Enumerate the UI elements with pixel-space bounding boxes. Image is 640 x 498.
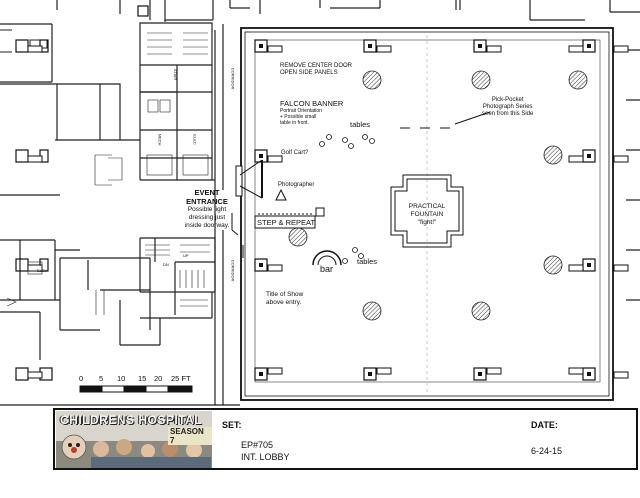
title-of-show-line-2: above entry. <box>266 299 302 306</box>
note-remove-center-door-line-1: REMOVE CENTER DOOR <box>280 63 353 69</box>
note-photographer: Photographer <box>278 182 315 188</box>
note-pick-pocket: Pick-Pocket Photograph Series seen from … <box>482 97 533 118</box>
event-entrance-title-2: ENTRANCE <box>186 197 228 206</box>
note-tables-top: tables <box>350 120 371 129</box>
note-tables-bottom: tables <box>357 257 378 266</box>
fountain-label-line-2: FOUNTAIN <box>410 211 444 218</box>
pick-pocket-line-2: Photograph Series <box>482 104 533 110</box>
scale-tick-25ft: 25 FT <box>171 374 191 383</box>
lobby-frame <box>240 27 614 401</box>
show-artwork: CHILDRENS HOSPITAL SEASON 7 <box>56 411 212 468</box>
practical-fountain <box>390 174 464 248</box>
date-value: 6-24-15 <box>531 446 563 456</box>
room-tag-elev: ELEV <box>37 268 48 273</box>
set-label: SET: <box>222 420 242 430</box>
room-tag-corridor-right: CORRIDOR <box>230 67 236 90</box>
scale-tick-5: 5 <box>99 374 104 383</box>
event-entrance-line-3: inside doorway. <box>184 222 230 229</box>
room-tag-mech: MECH <box>157 133 163 146</box>
event-entrance-line-1: Possible light <box>187 206 227 213</box>
falcon-banner-line-1: Portrait Orientation <box>280 108 322 114</box>
planters <box>288 70 588 321</box>
scale-tick-0: 0 <box>79 374 84 383</box>
fountain-label-line-3: "fight!" <box>417 219 437 226</box>
room-tag-elec: ELEC <box>192 134 198 145</box>
set-name: INT. LOBBY <box>241 452 290 462</box>
date-label: DATE: <box>531 420 558 430</box>
note-golf-cart: Golf Cart? <box>281 150 309 156</box>
room-tag-up: UP <box>183 253 189 258</box>
room-tag-corridor-left: CORRIDOR <box>230 259 236 282</box>
show-title: CHILDRENS HOSPITAL <box>60 413 203 427</box>
scale-tick-10: 10 <box>117 374 126 383</box>
scale-bar <box>79 385 193 393</box>
note-bar: bar <box>320 264 334 274</box>
pick-pocket-line-1: Pick-Pocket <box>491 97 524 103</box>
event-entrance-title-1: EVENT <box>194 188 220 197</box>
show-season: SEASON 7 <box>168 427 212 445</box>
scale-tick-20: 20 <box>154 374 163 383</box>
falcon-banner-line-3: table in front. <box>280 120 309 126</box>
fountain-label-line-1: PRACTICAL <box>408 203 446 210</box>
building-walls <box>0 0 640 406</box>
event-entrance-line-2: dressing just <box>188 214 226 221</box>
note-remove-center-door-line-2: OPEN SIDE PANELS <box>280 70 338 76</box>
falcon-banner-line-2: + Possible small <box>280 114 317 120</box>
episode-number: EP#705 <box>241 440 274 450</box>
columns <box>15 5 596 381</box>
fountain-label: PRACTICAL FOUNTAIN "fight!" <box>397 203 457 227</box>
note-event-entrance: EVENT ENTRANCE Possible light dressing j… <box>172 189 242 230</box>
falcon-banner-title: FALCON BANNER <box>280 99 344 108</box>
note-title-of-show: Title of Show above entry. <box>266 291 303 307</box>
room-tag-stair: STAIR <box>173 68 179 81</box>
scale-tick-15: 15 <box>138 374 147 383</box>
note-remove-center-door: REMOVE CENTER DOOR OPEN SIDE PANELS <box>280 63 352 77</box>
pick-pocket-line-3: seen from this Side <box>482 111 534 117</box>
note-step-repeat: STEP & REPEAT <box>257 218 316 227</box>
title-of-show-line-1: Title of Show <box>266 291 304 298</box>
room-tag-dn: DN <box>163 262 169 267</box>
note-falcon-banner: FALCON BANNER Portrait Orientation + Pos… <box>280 99 343 126</box>
